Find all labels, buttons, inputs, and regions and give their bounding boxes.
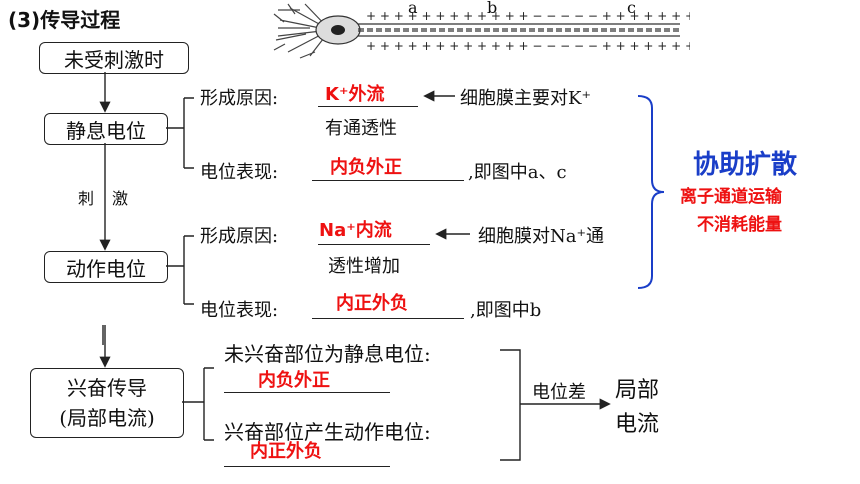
stimulus-char-2: 激 [112,189,129,208]
stimulus-char-1: 刺 [78,189,95,208]
svg-text:+ + + + + + + + + + + + − − −: + + + + + + + + + + + + − − − − − + + + … [366,9,690,23]
conduction-label-2: (局部电流) [59,406,155,430]
label-a: a [408,0,418,17]
potential-difference-label: 电位差 [532,382,586,403]
resting-cause-answer: K⁺外流 [325,84,385,105]
facilitated-diffusion-label: 协助扩散 [693,150,798,180]
conduction-excited-text: 兴奋部位产生动作电位: [224,420,431,444]
resting-cause-underline [318,106,418,107]
unstimulated-box: 未受刺激时 [39,42,189,74]
action-potential-label: 动作电位 [66,256,146,281]
conduction-unexcited-underline [224,392,390,393]
conduction-box: 兴奋传导 (局部电流) [30,368,184,438]
conduction-excited-underline [224,466,390,467]
resting-show-underline [312,180,464,181]
local-current-line-1: 局部 [615,378,660,403]
action-cause-answer: Na⁺内流 [319,220,392,241]
resting-show-note: ,即图中a、c [468,162,567,183]
label-b: b [487,0,498,17]
unstimulated-label: 未受刺激时 [64,47,164,72]
action-show-note: ,即图中b [470,300,542,321]
no-energy-note: 不消耗能量 [697,215,782,235]
conduction-excited-answer: 内正外负 [250,441,322,462]
neuron-diagram: + + + + + + + + + + + + − − − − − + + + … [273,3,690,59]
resting-potential-box: 静息电位 [44,113,168,145]
conduction-unexcited-answer: 内负外正 [258,370,330,391]
action-cause-note: 细胞膜对Na⁺通 [478,226,604,247]
conduction-label-1: 兴奋传导 [67,376,147,400]
conduction-unexcited-text: 未兴奋部位为静息电位: [224,342,431,366]
action-cause-note-2: 透性增加 [328,256,400,277]
action-cause-label: 形成原因: [200,226,279,247]
resting-cause-note-2: 有通透性 [325,118,397,139]
section-title: (3)传导过程 [8,8,121,32]
action-show-answer: 内正外负 [336,293,408,314]
action-show-underline [312,318,464,319]
action-show-label: 电位表现: [200,300,279,321]
local-current-line-2: 电流 [615,412,660,437]
resting-potential-label: 静息电位 [66,118,146,143]
resting-cause-note: 细胞膜主要对K⁺ [460,88,591,109]
resting-show-answer: 内负外正 [330,157,402,178]
resting-cause-label: 形成原因: [200,88,279,109]
label-c: c [627,0,636,17]
action-cause-underline [318,244,430,245]
ion-channel-note: 离子通道运输 [680,187,782,207]
resting-show-label: 电位表现: [200,162,279,183]
action-potential-box: 动作电位 [44,251,168,283]
svg-text:+ + + + + + + + + + + + − − −: + + + + + + + + + + + + − − − − − + + + … [366,39,690,53]
